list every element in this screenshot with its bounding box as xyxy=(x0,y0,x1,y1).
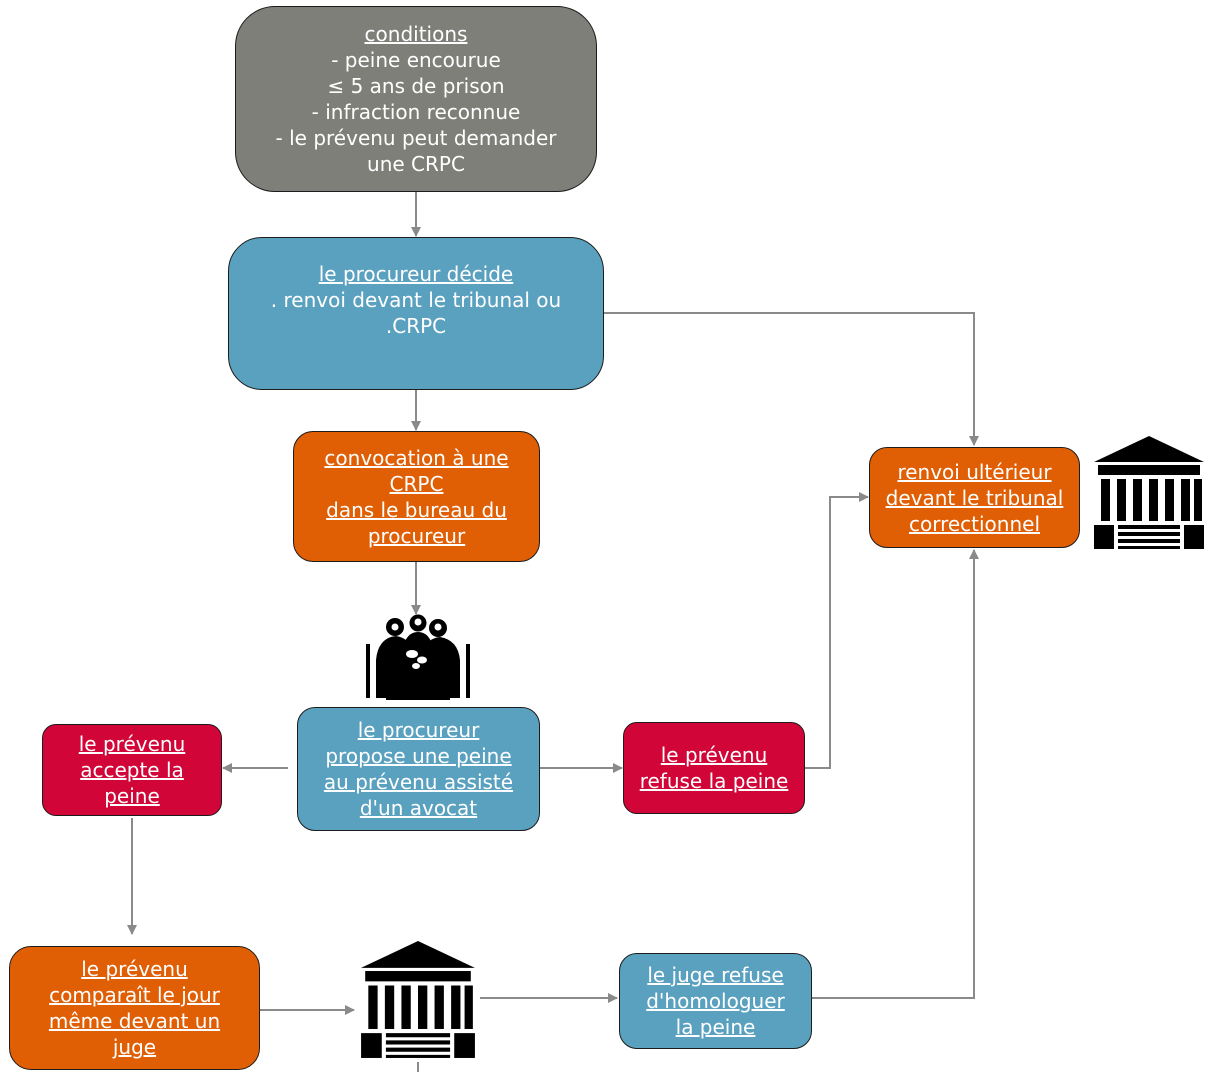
juge-refuse-box[interactable]: le juge refuse d'homologuer la peine xyxy=(619,953,812,1049)
conditions-line: - le prévenu peut demander xyxy=(275,126,557,150)
comparait-line: comparaît le jour xyxy=(49,983,220,1007)
conditions-line: ≤ 5 ans de prison xyxy=(327,74,505,98)
procureur-decide-line: .CRPC xyxy=(385,314,447,338)
renvoi-line: devant le tribunal xyxy=(885,485,1064,510)
renvoi-tribunal-box[interactable]: renvoi ultérieur devant le tribunal corr… xyxy=(869,447,1080,548)
juge-refuse-line: la peine xyxy=(675,1015,756,1039)
convocation-line: CRPC xyxy=(389,471,444,496)
edge-juge-refuse-to-renvoi xyxy=(812,549,979,999)
convocation-line: dans le bureau du xyxy=(326,497,507,522)
conditions-line: - infraction reconnue xyxy=(311,100,521,124)
comparait-line: juge xyxy=(112,1035,157,1059)
procureur-decide-box[interactable]: le procureur décide . renvoi devant le t… xyxy=(228,237,604,390)
procureur-propose-box[interactable]: le procureur propose une peine au préven… xyxy=(297,707,540,831)
propose-line: propose une peine xyxy=(325,744,512,768)
juge-refuse-line: le juge refuse xyxy=(647,963,784,987)
courthouse-icon xyxy=(1094,436,1204,549)
conditions-line: une CRPC xyxy=(367,152,465,176)
accepte-line: peine xyxy=(104,784,160,808)
comparait-line: même devant un xyxy=(48,1009,221,1033)
prevenu-comparait-box[interactable]: le prévenu comparaît le jour même devant… xyxy=(9,946,260,1070)
meeting-people-icon xyxy=(366,614,470,700)
procureur-decide-line: . renvoi devant le tribunal ou xyxy=(270,288,562,312)
edge-refuse-to-renvoi xyxy=(804,492,869,769)
convocation-line: convocation à une xyxy=(324,445,509,470)
propose-line: le procureur xyxy=(357,718,480,742)
procureur-decide-title: le procureur décide xyxy=(318,262,514,286)
conditions-box[interactable]: conditions - peine encourue ≤ 5 ans de p… xyxy=(235,6,597,192)
prevenu-refuse-box[interactable]: le prévenu refuse la peine xyxy=(623,722,805,814)
propose-line: d'un avocat xyxy=(359,796,478,820)
conditions-line: - peine encourue xyxy=(331,48,501,72)
renvoi-line: renvoi ultérieur xyxy=(897,459,1052,484)
prevenu-accepte-box[interactable]: le prévenu accepte la peine xyxy=(42,724,222,816)
accepte-line: le prévenu xyxy=(78,732,186,756)
edge-procureur-to-renvoi xyxy=(602,312,979,446)
accepte-line: accepte la xyxy=(80,758,184,782)
propose-line: au prévenu assisté xyxy=(323,770,514,794)
refuse-line: refuse la peine xyxy=(639,769,789,793)
conditions-title: conditions xyxy=(364,22,468,46)
refuse-line: le prévenu xyxy=(660,743,768,767)
comparait-line: le prévenu xyxy=(81,957,188,981)
convocation-box[interactable]: convocation à une CRPC dans le bureau du… xyxy=(293,431,540,562)
renvoi-line: correctionnel xyxy=(908,511,1041,536)
juge-refuse-line: d'homologuer xyxy=(646,989,785,1013)
convocation-line: procureur xyxy=(367,523,466,548)
courthouse-icon xyxy=(361,941,475,1058)
